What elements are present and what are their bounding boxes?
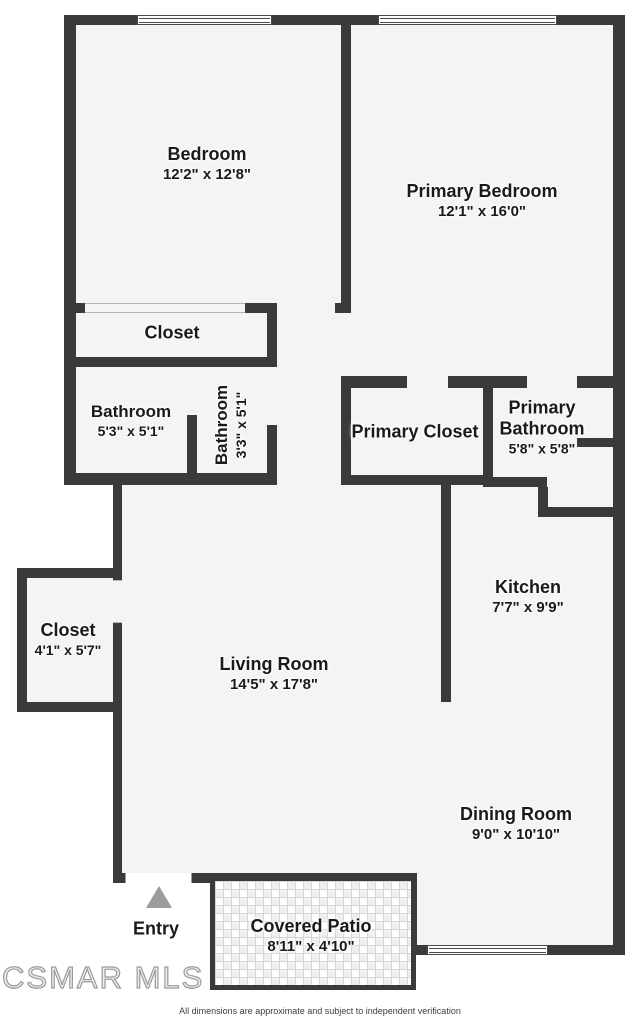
room-label-hall-closet: Closet 4'1" x 5'7" (34, 620, 102, 658)
floor-living-block (113, 485, 625, 883)
wall-bedroom-divider (341, 15, 351, 388)
floor-dining-lower (408, 883, 625, 955)
primary-bedroom-door-opening (341, 313, 351, 376)
wall-primary-closet-right (483, 388, 493, 477)
wall-primary-bath-stub (577, 438, 625, 447)
window-glass (429, 948, 546, 953)
room-label-dining-room: Dining Room 9'0" x 10'10" (460, 804, 572, 843)
room-label-bedroom-closet: Closet (144, 322, 200, 343)
dining-room-slider-window (427, 945, 548, 955)
room-label-small-bathroom: Bathroom 3'3" x 5'1" (212, 384, 249, 466)
room-label-primary-bedroom: Primary Bedroom 12'1" x 16'0" (406, 181, 558, 220)
wall-left-exterior (64, 15, 76, 485)
primary-bedroom-window (378, 15, 557, 25)
window-glass (380, 18, 555, 23)
room-label-bathroom: Bathroom 5'3" x 5'1" (90, 402, 172, 439)
bedroom-closet-door-opening (85, 303, 245, 313)
bedroom-door-opening (277, 303, 335, 313)
wall-closet-bottom (64, 357, 277, 367)
window-glass (139, 18, 270, 23)
wall-primary-bedroom-bottom (341, 376, 625, 388)
covered-patio-area (210, 876, 416, 990)
mls-watermark: CSMAR MLS (1, 959, 205, 995)
disclaimer-text: All dimensions are approximate and subje… (179, 1006, 461, 1016)
wall-primary-bath-bottom (483, 477, 547, 487)
wall-primary-closet-bottom (341, 475, 490, 485)
primary-bathroom-door-opening (527, 376, 577, 388)
room-label-covered-patio: Covered Patio 8'11" x 4'10" (250, 916, 372, 955)
room-label-primary-closet: Primary Closet (351, 421, 479, 442)
wall-kitchen-step-vertical (538, 487, 548, 517)
primary-closet-door-opening (407, 376, 448, 388)
entry-label: Entry (132, 918, 180, 939)
wall-kitchen-step-horizontal (538, 507, 625, 517)
entry-door-opening (125, 873, 192, 883)
room-label-living-room: Living Room 14'5" x 17'8" (219, 654, 329, 693)
room-label-kitchen: Kitchen 7'7" x 9'9" (492, 577, 564, 616)
wall-hall-closet-left (17, 568, 27, 712)
wall-hall-closet-bottom (17, 702, 122, 712)
small-bathroom-door-opening (267, 367, 277, 425)
bedroom-window (137, 15, 272, 25)
room-label-primary-bathroom: Primary Bathroom 5'8" x 5'8" (499, 397, 585, 457)
wall-bathrooms-bottom (64, 473, 277, 485)
floor-hall-closet (17, 568, 122, 712)
wall-bathroom-divider (187, 367, 197, 483)
wall-hall-closet-top (17, 568, 122, 578)
hall-closet-door-opening (113, 580, 122, 623)
wall-living-left (113, 485, 122, 883)
entry-arrow-icon (146, 886, 172, 908)
bathroom-door-opening (187, 367, 197, 415)
wall-kitchen-divider (441, 485, 451, 702)
wall-hall-right (341, 388, 351, 485)
wall-right-exterior (613, 15, 625, 955)
room-label-bedroom: Bedroom 12'2" x 12'8" (162, 144, 252, 183)
